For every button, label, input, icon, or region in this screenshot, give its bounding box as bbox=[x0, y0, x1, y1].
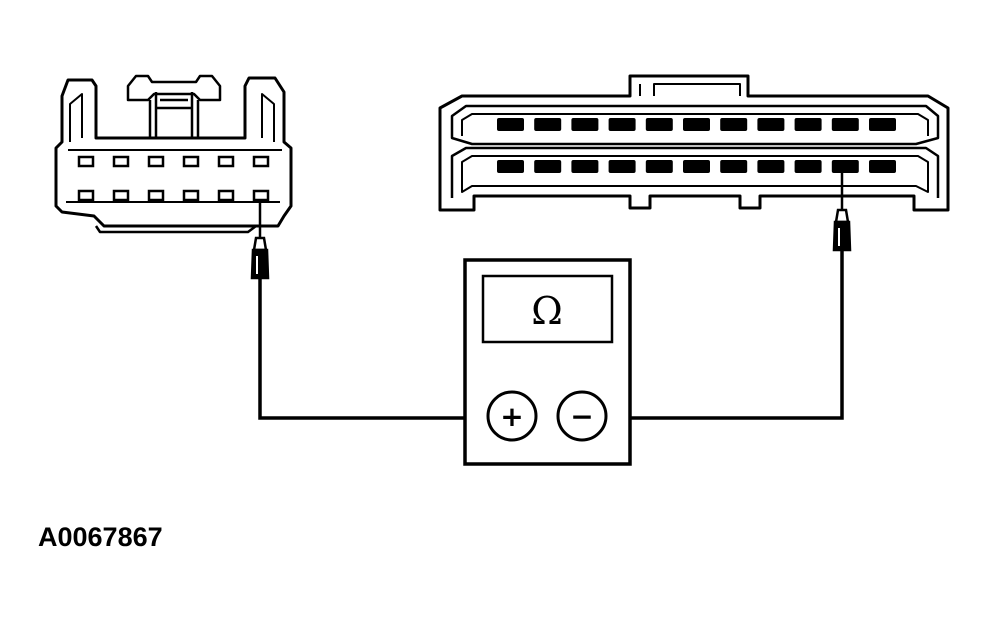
small-connector-pin bbox=[182, 155, 200, 168]
negative-terminal-sign: − bbox=[570, 400, 593, 433]
negative-terminal bbox=[556, 390, 608, 442]
positive-lead-wire bbox=[258, 276, 489, 420]
large-connector-pin bbox=[683, 160, 710, 173]
ohmmeter: Ω + − bbox=[463, 258, 632, 466]
large-connector-body bbox=[438, 74, 950, 212]
large-connector bbox=[438, 74, 950, 212]
large-connector-lower-channel-inner bbox=[461, 155, 929, 193]
large-connector-pin bbox=[831, 160, 859, 173]
large-connector-upper-channel-inner bbox=[461, 113, 929, 136]
figure-id-label: A0067867 bbox=[38, 522, 163, 552]
large-connector-pin bbox=[534, 160, 562, 173]
small-connector-pin bbox=[147, 155, 165, 168]
positive-terminal bbox=[486, 390, 538, 442]
large-connector-pin bbox=[571, 160, 599, 173]
large-connector-lower-channel bbox=[450, 146, 940, 198]
large-connector-pin bbox=[869, 118, 896, 131]
large-connector-pin bbox=[869, 160, 896, 173]
large-connector-pin bbox=[757, 118, 785, 131]
small-connector-pin bbox=[77, 189, 95, 202]
small-connector bbox=[54, 74, 293, 234]
large-connector-pin bbox=[497, 118, 524, 131]
large-connector-top-tab bbox=[639, 83, 741, 96]
small-connector-bottom-rail bbox=[94, 225, 257, 234]
large-connector-upper-channel bbox=[450, 104, 940, 146]
large-connector-pin bbox=[608, 118, 636, 131]
small-connector-latch-stem bbox=[148, 92, 200, 138]
small-connector-pin bbox=[77, 155, 95, 168]
large-connector-pin bbox=[608, 160, 636, 173]
large-connector-pin bbox=[645, 118, 673, 131]
large-connector-pin bbox=[534, 118, 562, 131]
small-connector-pin bbox=[112, 155, 130, 168]
negative-probe bbox=[832, 170, 852, 252]
large-connector-pin bbox=[757, 160, 785, 173]
large-connector-pin bbox=[794, 160, 822, 173]
ohm-symbol: Ω bbox=[531, 289, 563, 333]
large-connector-pin bbox=[720, 160, 748, 173]
small-connector-inner-outline bbox=[66, 93, 282, 203]
large-connector-pin bbox=[497, 160, 524, 173]
large-connector-pin bbox=[645, 160, 673, 173]
negative-lead-wire bbox=[605, 248, 844, 420]
large-connector-pins bbox=[497, 118, 896, 173]
test-leads bbox=[258, 248, 844, 420]
large-connector-pin bbox=[571, 118, 599, 131]
large-connector-pin bbox=[794, 118, 822, 131]
small-connector-pin bbox=[217, 155, 235, 168]
ohmmeter-display bbox=[481, 274, 614, 344]
small-connector-pin bbox=[252, 155, 270, 168]
positive-terminal-sign: + bbox=[500, 400, 523, 433]
large-connector-pin bbox=[683, 118, 710, 131]
positive-probe bbox=[250, 200, 270, 280]
small-connector-pin bbox=[217, 189, 235, 202]
small-connector-pins bbox=[77, 155, 270, 202]
small-connector-pin bbox=[182, 189, 200, 202]
small-connector-latch bbox=[126, 74, 222, 102]
small-connector-pin bbox=[252, 189, 270, 202]
large-connector-pin bbox=[720, 118, 748, 131]
large-connector-pin bbox=[831, 118, 859, 131]
small-connector-pin bbox=[147, 189, 165, 202]
small-connector-body bbox=[54, 76, 293, 228]
small-connector-pin bbox=[112, 189, 130, 202]
